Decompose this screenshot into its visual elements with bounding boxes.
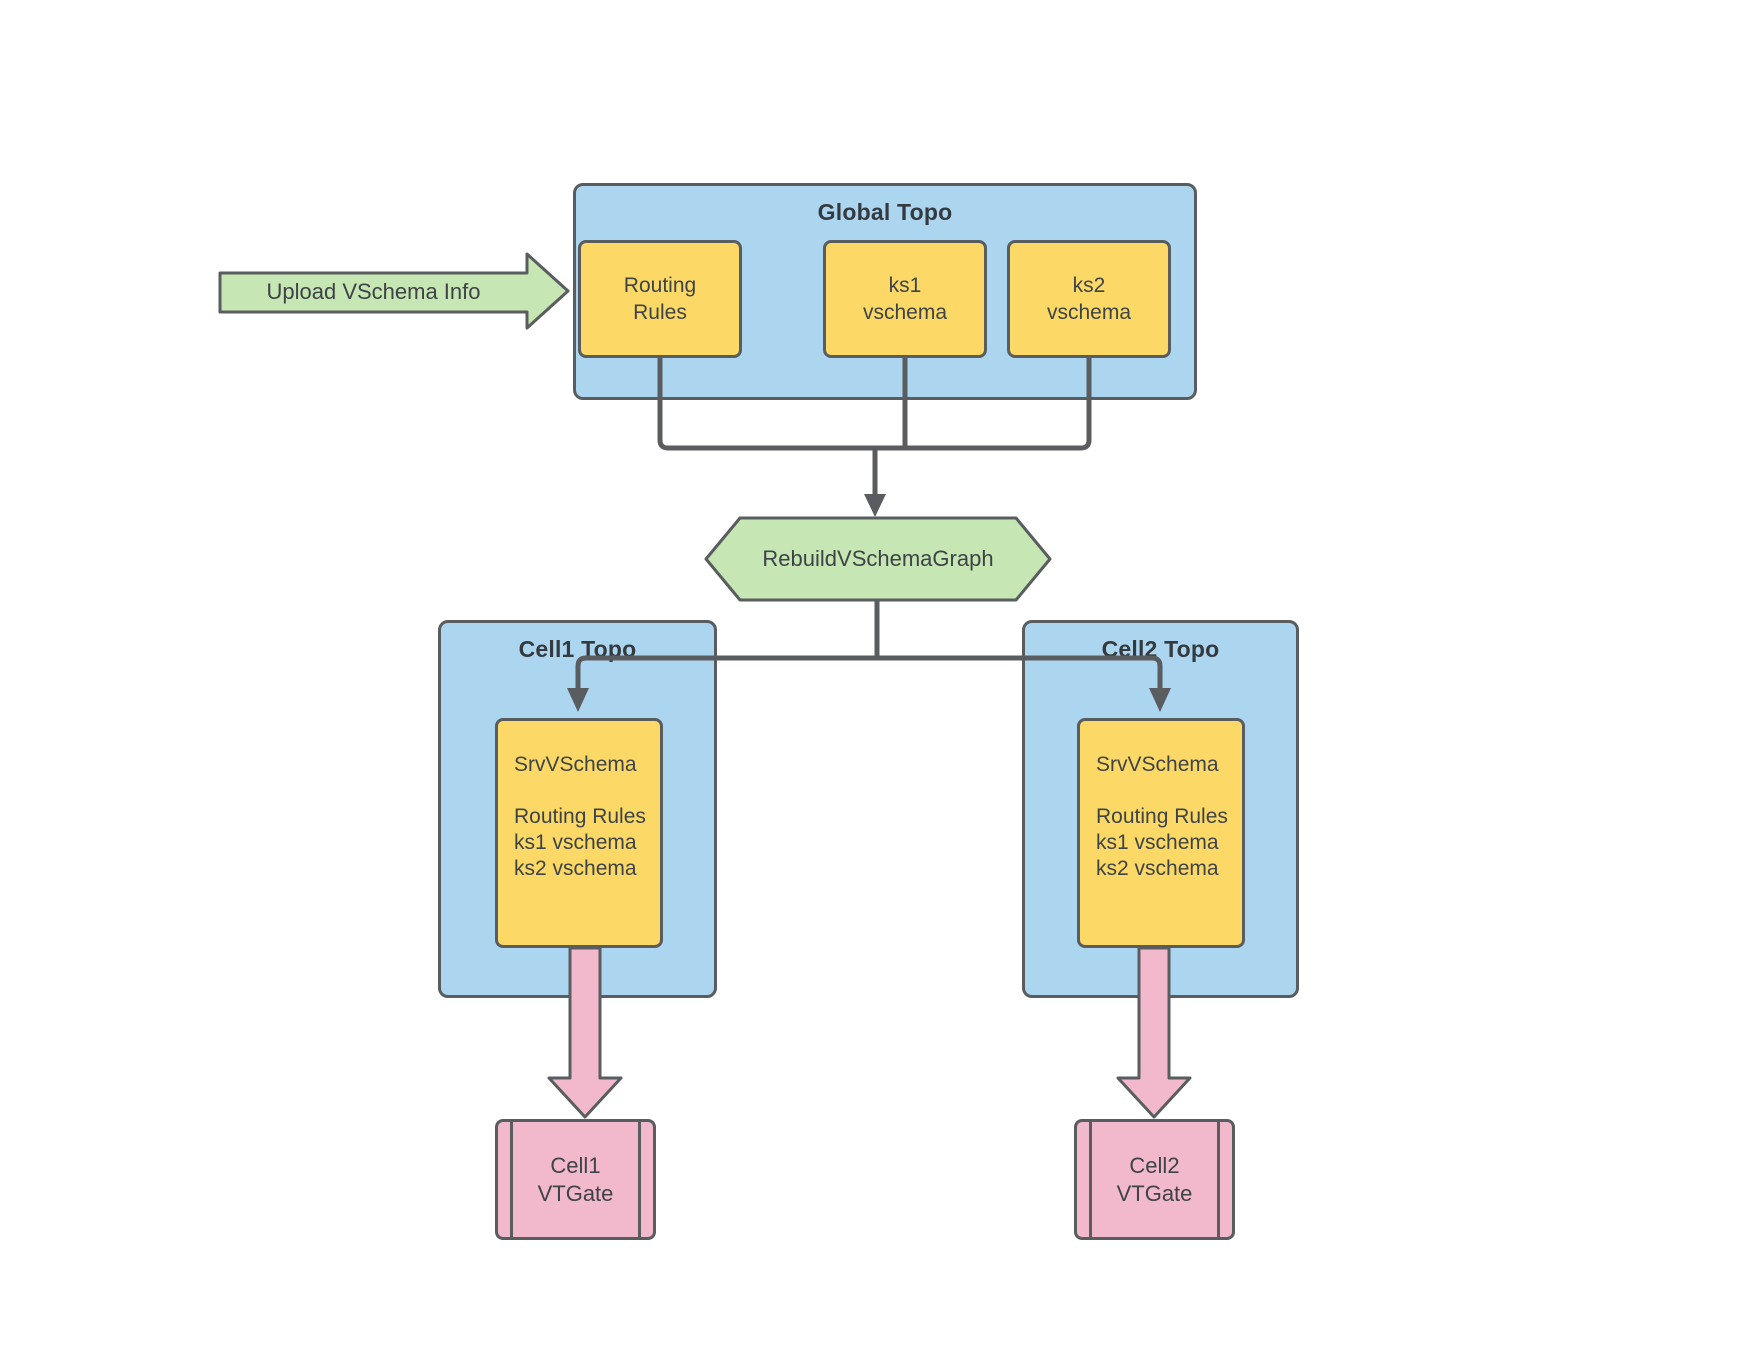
cell1-topo-title: Cell1 Topo — [518, 636, 637, 662]
node-routing-rules: Routing Rules — [578, 240, 742, 358]
node-ks1-vschema: ks1 vschema — [823, 240, 987, 358]
global-topo-title: Global Topo — [817, 199, 953, 225]
node-cell1-srvvschema: SrvVSchema Routing Rules ks1 vschema ks2… — [495, 718, 663, 948]
upload-vschema-arrow — [218, 252, 570, 330]
rebuild-vschema-label: RebuildVSchemaGraph — [762, 546, 994, 571]
cell2-vtgate-label: Cell2 VTGate — [1116, 1152, 1193, 1206]
arrowhead-to-rebuild — [864, 494, 886, 517]
vtgate-side-rule-left — [1089, 1122, 1092, 1237]
vtgate-side-rule-right — [638, 1122, 641, 1237]
cell2-topo-title: Cell2 Topo — [1101, 636, 1220, 662]
node-cell2-vtgate: Cell2 VTGate — [1074, 1119, 1235, 1240]
cell1-vtgate-label: Cell1 VTGate — [537, 1152, 614, 1206]
rebuild-vschema-hexagon — [704, 516, 1052, 602]
node-cell2-srvvschema: SrvVSchema Routing Rules ks1 vschema ks2… — [1077, 718, 1245, 948]
upload-vschema-arrow-label: Upload VSchema Info — [266, 279, 481, 304]
vtgate-side-rule-left — [510, 1122, 513, 1237]
vtgate-side-rule-right — [1217, 1122, 1220, 1237]
node-ks2-vschema: ks2 vschema — [1007, 240, 1171, 358]
node-cell1-vtgate: Cell1 VTGate — [495, 1119, 656, 1240]
